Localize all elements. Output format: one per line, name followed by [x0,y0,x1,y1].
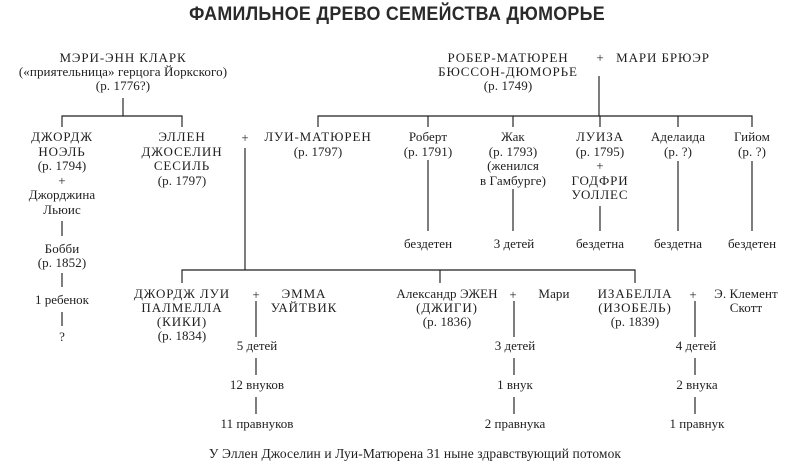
person-name: Александр ЭЖЕН [396,286,498,301]
person-note: («приятельница» герцога Йоркского) [18,64,228,79]
birth-year: (р. 1797) [157,172,207,188]
person-name: ЭЛЛЕН [158,129,206,144]
birth-year: (р. 1794) [37,158,87,173]
descendants-count: 3 детей [494,338,536,353]
spouse-name: Льюис [43,201,81,217]
spouse-name: Э. Клемент [714,286,778,301]
person-nickname: (КИКИ) [156,314,208,329]
person-mari: Мари [538,287,569,301]
person-name: МЭРИ-ЭНН КЛАРК [59,50,187,65]
person-name: СЕСИЛЬ [153,158,211,173]
birth-year: (р. ?) [663,143,693,159]
person-ellen-jocelyn: ЭЛЛЕН ДЖОСЕЛИН СЕСИЛЬ (р. 1797) [141,129,223,188]
connector-gen3-chains [255,301,696,414]
person-isabella-isobel: ИЗАБЕЛЛА (ИЗОБЕЛЬ) (р. 1839) [598,287,673,329]
person-jacques: Жак (р. 1793) (женился в Гамбурге) [479,129,547,188]
descendants-count: 2 правнука [484,416,546,431]
figure-caption: У Эллен Джоселин и Луи-Матюрена 31 ныне … [208,446,622,461]
spouse-name: Мари [538,286,570,301]
person-name: Аделаида [650,129,706,144]
person-bobby: Бобби (р. 1852) [38,242,87,270]
person-name: НОЭЛЬ [38,143,86,159]
spouse-name: УОЛЛЕС [571,187,629,202]
person-name: ИЗАБЕЛЛА [597,286,673,301]
birth-year: (р. 1749) [483,78,533,93]
person-louisa: ЛУИЗА (р. 1795) + ГОДФРИ УОЛЛЕС [571,129,629,203]
spouse-name: УАЙТВИК [270,300,338,315]
person-nickname: (ДЖИГИ) [416,300,478,315]
person-name: ДЖОРДЖ [31,129,93,144]
person-name: Роберт [408,129,448,144]
person-nickname: (ИЗОБЕЛЬ) [598,300,672,315]
marriage-plus: + [689,287,697,302]
spouse-name: ЭММА [281,286,327,301]
descendants-count: 1 внук [497,377,533,392]
person-name: ЛУИЗА [576,129,624,144]
person-emma-wightwick: ЭММА УАЙТВИК [271,287,337,315]
descendants-count: 3 детей [493,236,535,251]
descendants-note: бездетен [727,236,777,251]
birth-year: (р. 1776?) [95,78,151,93]
person-george-louis-kiki: ДЖОРДЖ ЛУИ ПАЛМЕЛЛА (КИКИ) (р. 1834) [134,287,230,343]
connector-gen3-bracket [181,269,636,283]
person-robert: Роберт (р. 1791) [403,129,453,159]
descendants-count: 5 детей [236,338,278,353]
descendants-note: бездетен [403,236,453,251]
person-mary-ann-clark: МЭРИ-ЭНН КЛАРК («приятельница» герцога Й… [19,51,227,93]
descendants-count: 4 детей [675,338,717,353]
person-name: ПАЛМЕЛЛА [141,300,223,315]
marriage-plus: + [252,287,260,302]
descendants-count: 2 внука [676,377,718,392]
person-name: БЮССОН-ДЮМОРЬЕ [438,64,578,79]
person-guillaume: Гийом (р. ?) [734,129,770,159]
marriage-plus: + [509,287,517,302]
birth-year: (р. 1852) [37,255,87,270]
person-note: в Гамбурге) [479,172,547,188]
person-name: Жак [501,129,525,144]
birth-year: (р. 1795) [575,143,625,159]
person-adelaide: Аделаида (р. ?) [650,129,706,159]
spouse-name: ГОДФРИ [571,172,629,188]
person-note: (женился [487,158,539,173]
person-robert-mathurin: РОБЕР-МАТЮРЕН БЮССОН-ДЮМОРЬЕ (р. 1749) [438,51,578,93]
person-name: Бобби [44,241,80,256]
descendants-count: 1 правнук [669,416,725,431]
descendants-note: бездетна [653,236,703,251]
birth-year: (р. ?) [737,143,767,159]
birth-year: (р. 1793) [488,143,538,159]
person-clement-scott: Э. Клемент Скотт [714,287,778,315]
person-name: ЛУИ-МАТЮРЕН [264,129,372,144]
birth-year: (р. 1791) [403,143,453,159]
person-louis-mathurin: ЛУИ-МАТЮРЕН (р. 1797) [264,129,372,159]
unknown-descendant: ? [59,329,65,344]
descendants-count: 11 правнуков [220,416,294,431]
person-name: Гийом [734,129,770,144]
person-name: ДЖОСЕЛИН [141,143,223,159]
descendants-count: 12 внуков [229,377,285,392]
page-title: ФАМИЛЬНОЕ ДРЕВО СЕМЕЙСТВА ДЮМОРЬЕ [189,4,605,25]
birth-year: (р. 1797) [293,143,343,159]
descendants-note: бездетна [575,236,625,251]
birth-year: (р. 1839) [610,314,660,329]
birth-year: (р. 1834) [157,328,207,343]
marriage-plus: + [596,158,604,173]
person-alexander-eugene-gigi: Александр ЭЖЕН (ДЖИГИ) (р. 1836) [396,287,497,329]
person-name: МАРИ БРЮЭР [616,50,710,65]
marriage-plus: + [58,172,66,188]
spouse-name: Джорджина [28,187,96,202]
person-name: ДЖОРДЖ ЛУИ [133,286,231,301]
marriage-plus: + [241,130,249,145]
descendants-count: 1 ребенок [34,292,90,307]
marriage-plus: + [596,50,604,65]
person-name: РОБЕР-МАТЮРЕН [447,50,569,65]
person-george-noel: ДЖОРДЖ НОЭЛЬ (р. 1794) + Джорджина Льюис [28,129,96,217]
spouse-name: Скотт [729,300,763,315]
person-mary-brewer: МАРИ БРЮЭР [616,51,710,65]
connector-gen1-left [61,98,183,127]
connector-gen1-right [317,76,753,127]
connector-gen2-verticals [61,148,753,326]
birth-year: (р. 1836) [422,314,472,329]
